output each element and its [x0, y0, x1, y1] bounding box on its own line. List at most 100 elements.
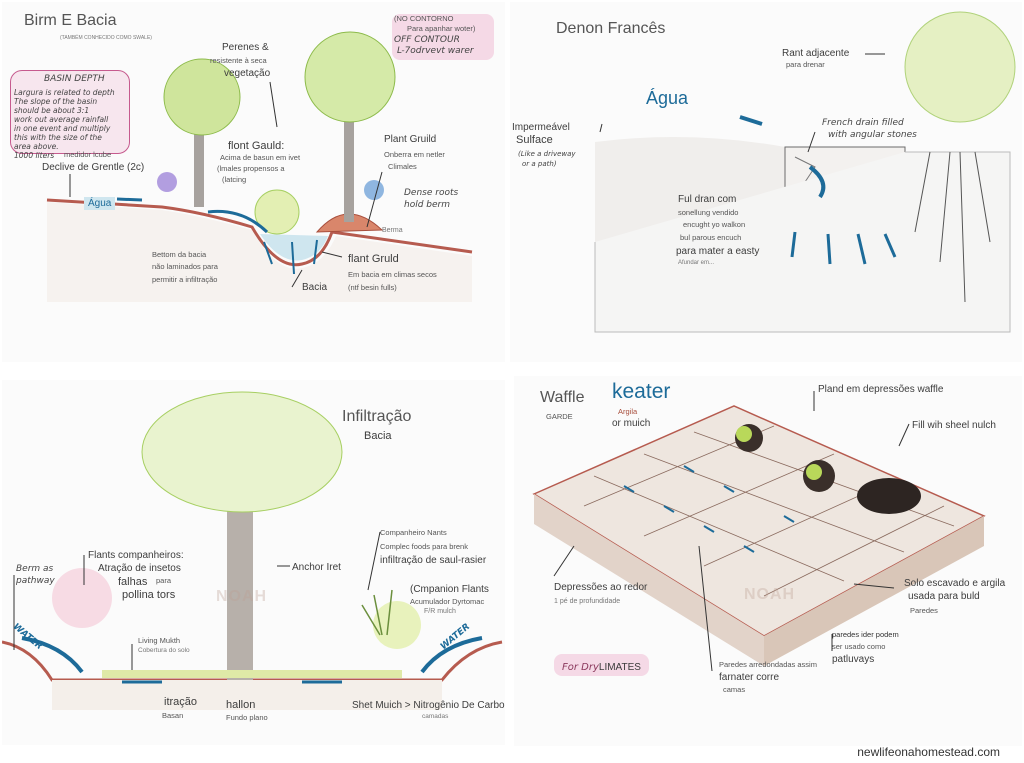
panel-title: Waffle	[540, 389, 585, 406]
basin-depth-tail: medidor lcube	[64, 150, 112, 159]
label-companheiro: Companheiro Nants	[380, 528, 447, 537]
contour-line: (NO CONTORNO	[394, 14, 454, 23]
contour-line: L-7odrvevt warer	[397, 46, 474, 56]
label-like: (Like a driveway	[518, 150, 576, 158]
anchor-tree-crown	[141, 391, 343, 513]
panel-subtitle: Bacia	[364, 430, 392, 442]
panel-title: Birm E Bacia	[24, 12, 117, 29]
label-declive: Declive de Grentle (2c)	[42, 162, 145, 173]
label-like: or a path)	[522, 160, 557, 168]
label-plant-guild-left-sub: Acima de basun em ivet	[220, 153, 301, 162]
label-complec: Complec foods para brenk	[380, 542, 468, 551]
leader-lines	[13, 531, 381, 670]
basin-depth-line: area above.	[14, 142, 59, 151]
label-paredes-ider: paredes ider podem	[832, 630, 899, 639]
contour-note	[392, 14, 494, 60]
label-para-mater: para mater a easty	[676, 246, 760, 257]
label-para: para	[156, 576, 172, 585]
tree-right-trunk	[344, 102, 354, 222]
label-shet: Shet Muich > Nitrogênio De Carbono	[352, 700, 505, 711]
basin-shrub	[254, 189, 300, 235]
plant-roots	[914, 151, 991, 303]
adjacent-plant	[904, 11, 1016, 123]
label-agua: Água	[646, 88, 689, 108]
water-flow-right	[420, 636, 483, 674]
waffle-side-left	[534, 494, 764, 666]
living-mulch	[102, 670, 402, 678]
companion-shrub	[373, 601, 421, 649]
waffle-sketch	[532, 391, 986, 672]
label-bottom: não laminados para	[152, 262, 218, 271]
site-credit[interactable]: newlifeonahomestead.com	[857, 745, 1000, 759]
label-vegetacao: vegetação	[224, 68, 271, 79]
basin-depth-line: The slope of the basin	[14, 97, 98, 106]
label-fundo: Fundo plano	[226, 713, 268, 722]
berm-basin-sketch	[46, 31, 473, 302]
soil-fill	[47, 202, 472, 302]
label-paredes-arr: Paredes arredondadas assim	[719, 660, 817, 669]
label-impermeavel: Impermeável	[512, 122, 570, 133]
label-infiltracao-saul: infiltração de saul-rasier	[380, 555, 487, 566]
flower-blue	[364, 180, 384, 200]
panel-infiltration: Infiltração Bacia Berm as pathway Flants…	[2, 380, 505, 745]
label-climales: Climales	[388, 162, 417, 171]
label-french-drain: French drain filled	[822, 118, 904, 128]
infiltration-arrows	[263, 239, 318, 275]
contour-line: Para apanhar woter)	[407, 24, 476, 33]
tree-left-trunk	[194, 112, 204, 207]
label-hold-berm: hold berm	[404, 200, 451, 210]
pink-flowers	[52, 568, 112, 628]
label-ful-dran: bul parous encuch	[680, 233, 742, 242]
label-farnater: farnater corre	[719, 672, 780, 683]
label-bottom: permitir a infiltração	[152, 275, 218, 284]
dry-climates-badge: For DryLIMATES	[554, 654, 649, 676]
basin-depth-line: in one event and multiply	[14, 124, 111, 133]
basin-soil	[52, 680, 442, 710]
label-ful-dran: Ful dran com	[678, 194, 737, 205]
water-arrow-1	[116, 197, 143, 202]
water-flow-left	[21, 636, 84, 674]
water-arrow-drain	[808, 165, 826, 199]
basin-depth-line: should be about 3:1	[14, 106, 90, 115]
label-bacia: Bacia	[302, 282, 328, 293]
label-cmpanion: (Cmpanion Flants	[410, 584, 489, 595]
label-hallon: hallon	[226, 699, 256, 711]
label-plant-guild-left-sub: (lmales propensos a	[217, 164, 285, 173]
label-pollina: pollina tors	[122, 589, 176, 601]
label-ser-usado: ser usado como	[832, 642, 886, 651]
label-plant-guild-left-sub: (latcing	[222, 175, 247, 184]
contour-line: OFF CONTOUR	[394, 35, 460, 45]
watermark: NOAH	[744, 586, 796, 603]
basin-depth-line: this with the size of the	[14, 133, 102, 142]
basin-depth-line: work out average rainfall	[14, 115, 109, 124]
label-paredes-r: Paredes	[910, 606, 938, 615]
label-perenes: Perenes &	[222, 42, 269, 53]
label-flant-guild: flant Gruld	[348, 253, 399, 265]
label-acumulador: Acumulador Dyrtomac	[410, 597, 485, 606]
label-living: Living Mukth	[138, 636, 181, 645]
basin-depth-line: Largura is related to depth	[14, 88, 115, 97]
anchor-tree-trunk	[227, 500, 253, 680]
grass-tuft	[361, 589, 393, 636]
label-berma: Berma	[382, 227, 403, 234]
panel-title: Denon Francês	[556, 20, 666, 37]
basin-depth-heading: BASIN DEPTH	[44, 74, 105, 84]
label-itracao: itração	[164, 696, 198, 708]
label-anchor: Anchor Iret	[292, 562, 341, 573]
label-em-bacia: Em bacia em climas secos	[348, 270, 437, 279]
leader-lines	[599, 53, 885, 153]
leader-lines	[553, 391, 910, 672]
water-arrows	[623, 465, 795, 553]
french-drain-sketch	[594, 11, 1016, 333]
label-rant: Rant adjacente	[782, 48, 850, 59]
mulch-depression	[857, 478, 921, 514]
plant	[736, 426, 752, 442]
panel-subtitle: GARDE	[546, 412, 573, 421]
ground-line	[46, 198, 473, 267]
label-agua: Água	[84, 197, 116, 210]
label-flants-comp: Flants companheiros:	[88, 550, 184, 561]
label-or-muich: or muich	[612, 418, 651, 429]
label-argila: Argila	[618, 407, 638, 416]
label-pe: 1 pé de profundidade	[554, 598, 621, 605]
basin-water	[260, 234, 328, 261]
